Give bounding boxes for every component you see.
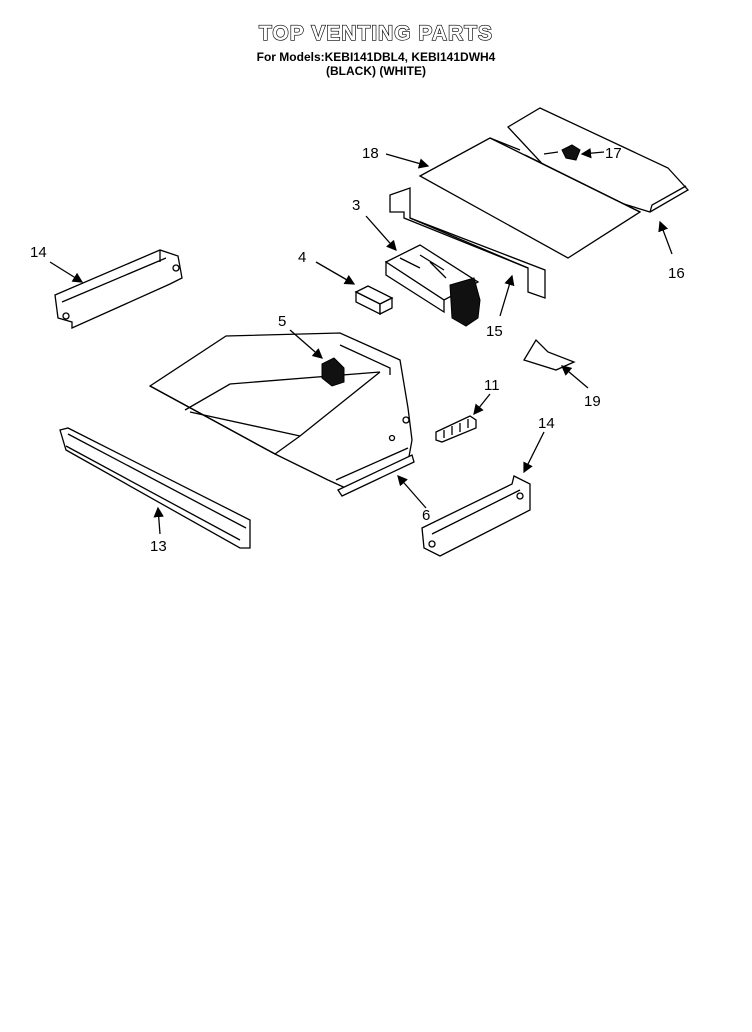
part-15-bracket xyxy=(389,187,546,299)
callout-17: 17 xyxy=(605,145,622,162)
part-11-terminal-block xyxy=(435,415,477,443)
callout-14-right: 14 xyxy=(538,415,555,432)
part-14-left-bracket xyxy=(54,249,183,330)
part-18-panel xyxy=(418,137,642,259)
part-4-block xyxy=(354,285,394,316)
callout-14-left: 14 xyxy=(30,244,47,261)
callout-6: 6 xyxy=(422,507,430,524)
callout-4: 4 xyxy=(298,249,306,266)
callout-15: 15 xyxy=(486,323,503,340)
models-line: For Models:KEBI141DBL4, KEBI141DWH4 xyxy=(256,50,496,64)
callout-19: 19 xyxy=(584,393,601,410)
colors-line: (BLACK) (WHITE) xyxy=(326,64,426,78)
callout-16: 16 xyxy=(668,265,685,282)
part-14-right-bracket xyxy=(421,475,531,557)
callout-11: 11 xyxy=(484,377,500,394)
part-5-switch xyxy=(321,357,345,387)
callout-18: 18 xyxy=(362,145,379,162)
part-17-clip xyxy=(543,144,581,161)
callout-5: 5 xyxy=(278,313,286,330)
leader-lines xyxy=(49,147,673,535)
part-13-rail xyxy=(59,427,251,549)
part-6-vent-duct xyxy=(148,332,415,497)
part-3-vent-motor xyxy=(384,244,481,327)
callout-3: 3 xyxy=(352,197,360,214)
page-title: TOP VENTING PARTS xyxy=(258,21,494,45)
part-19-small-bracket xyxy=(523,338,576,371)
callout-13: 13 xyxy=(150,538,167,555)
